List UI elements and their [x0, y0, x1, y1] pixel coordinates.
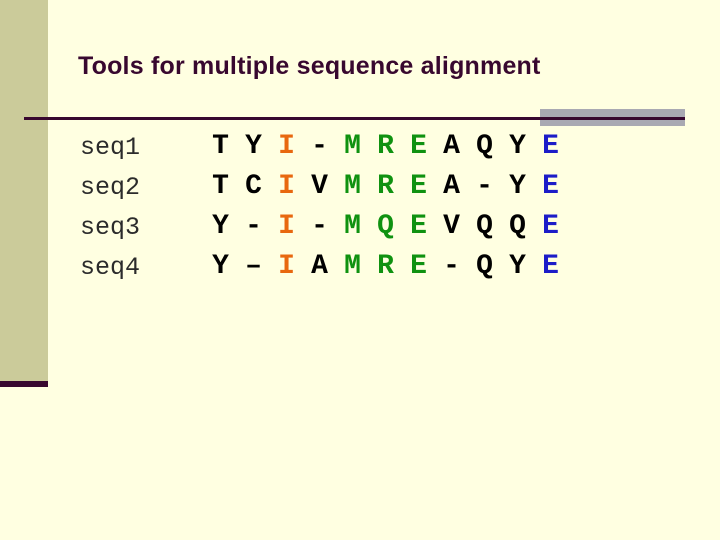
residue: M: [344, 131, 361, 162]
residue: A: [311, 251, 328, 282]
residue: R: [377, 131, 394, 162]
residue: E: [410, 251, 427, 282]
residue: A: [443, 171, 460, 202]
residue: I: [278, 211, 295, 242]
residue: E: [542, 211, 559, 242]
sequence-label: seq4: [80, 252, 141, 282]
residue: -: [311, 211, 328, 242]
residue: Y: [509, 251, 526, 282]
sequence-label: seq3: [80, 212, 141, 242]
residue: V: [311, 171, 328, 202]
residue: E: [410, 171, 427, 202]
residue: R: [377, 251, 394, 282]
residue: V: [443, 211, 460, 242]
residue: I: [278, 131, 295, 162]
residue: -: [245, 211, 262, 242]
residue: Y: [212, 251, 229, 282]
residue: -: [476, 171, 493, 202]
residue: Q: [377, 211, 394, 242]
residue: Q: [476, 251, 493, 282]
residue: E: [542, 171, 559, 202]
residue: Y: [212, 211, 229, 242]
residue: E: [542, 251, 559, 282]
sidebar-accent-cap: [0, 381, 48, 387]
residue: R: [377, 171, 394, 202]
residue: M: [344, 211, 361, 242]
residue: I: [278, 251, 295, 282]
residue: –: [245, 251, 262, 282]
sequence-label: seq2: [80, 172, 141, 202]
residue: E: [542, 131, 559, 162]
residue: Y: [245, 131, 262, 162]
residue: T: [212, 131, 229, 162]
residue: E: [410, 211, 427, 242]
residue: Y: [509, 131, 526, 162]
residue: -: [443, 251, 460, 282]
sidebar-accent-bar: [0, 0, 48, 381]
residue: A: [443, 131, 460, 162]
residue: Q: [476, 131, 493, 162]
residue: -: [311, 131, 328, 162]
residue: Y: [509, 171, 526, 202]
residue: C: [245, 171, 262, 202]
residue: Q: [476, 211, 493, 242]
residue: T: [212, 171, 229, 202]
residue: Q: [509, 211, 526, 242]
residue: M: [344, 251, 361, 282]
residue: E: [410, 131, 427, 162]
sequence-label: seq1: [80, 132, 141, 162]
slide-title: Tools for multiple sequence alignment: [78, 52, 541, 80]
residue: M: [344, 171, 361, 202]
residue: I: [278, 171, 295, 202]
title-divider-line: [24, 117, 685, 120]
